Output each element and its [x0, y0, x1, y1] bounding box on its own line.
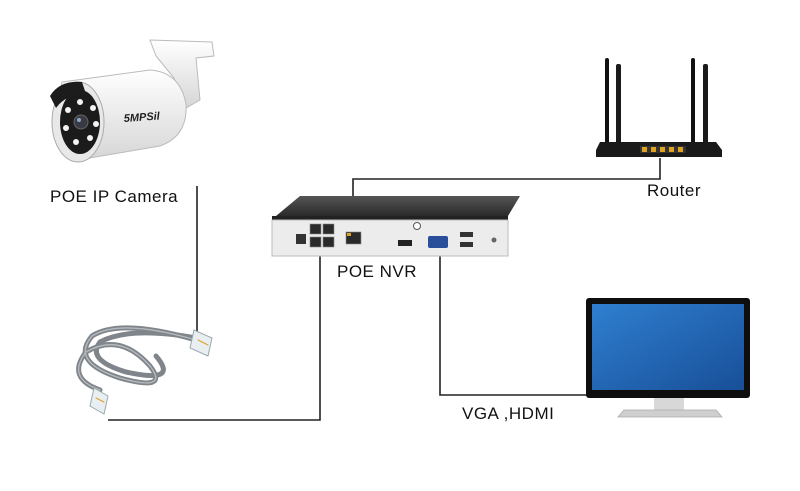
camera-label: POE IP Camera: [50, 187, 179, 206]
monitor-connection-label: VGA ,HDMI: [462, 404, 555, 423]
cable-icon: [76, 325, 213, 415]
cable-to-nvr-line: [108, 255, 321, 421]
router-label: Router: [647, 181, 702, 200]
nvr-label: POE NVR: [337, 262, 418, 281]
nvr-icon: [271, 196, 520, 257]
router-icon: [596, 58, 722, 157]
monitor-icon: [586, 298, 750, 418]
camera-brand-text: 5MPSil: [123, 110, 161, 125]
camera-icon: 5MPSil: [50, 39, 215, 163]
nvr-to-monitor-line: [439, 255, 598, 396]
